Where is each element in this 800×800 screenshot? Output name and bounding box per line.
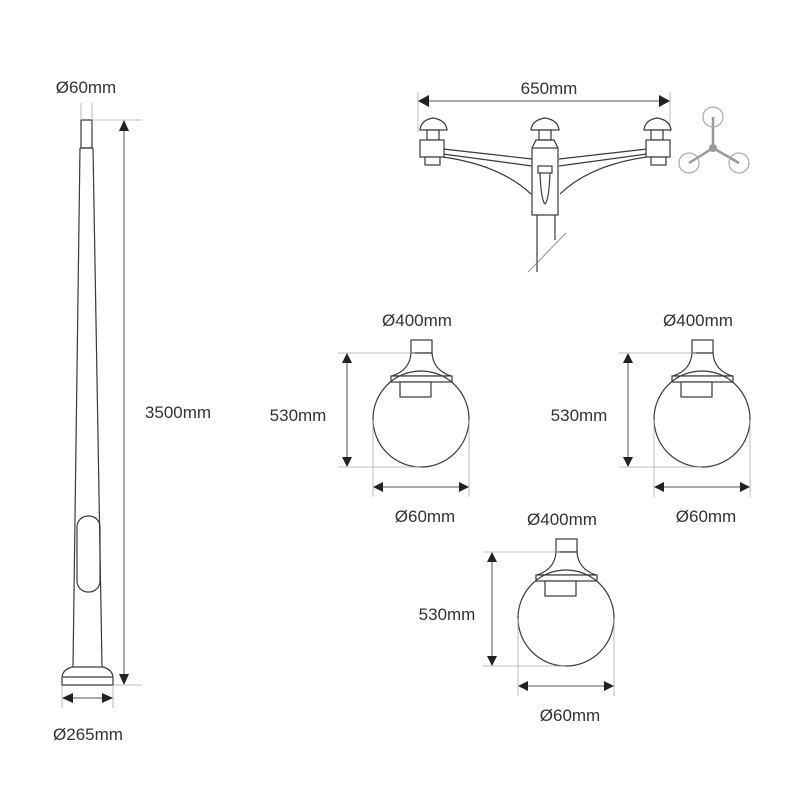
globe-1-height-label: 530mm <box>270 406 327 425</box>
three-arm-layout-icon <box>678 106 750 174</box>
globe-lamp-2: Ø400mm 530mm Ø60mm <box>551 311 751 526</box>
globe-3-fitting-label: Ø60mm <box>540 706 600 725</box>
globe-3-height-label: 530mm <box>419 605 476 624</box>
globe-lamp-1: Ø400mm 530mm Ø60mm <box>270 311 470 526</box>
pole-base-diameter-label: Ø265mm <box>53 725 123 744</box>
bracket-width-label: 650mm <box>521 79 578 98</box>
bracket-drawing: 650mm <box>417 79 672 273</box>
globe-2-diameter-label: Ø400mm <box>663 311 733 330</box>
pole-height-label: 3500mm <box>145 403 211 422</box>
globe-1-diameter-label: Ø400mm <box>382 311 452 330</box>
globe-3-diameter-label: Ø400mm <box>527 510 597 529</box>
pole-top-diameter-label: Ø60mm <box>56 78 116 97</box>
globe-lamp-3: Ø400mm 530mm Ø60mm <box>419 510 615 725</box>
globe-2-fitting-label: Ø60mm <box>676 507 736 526</box>
globe-1-fitting-label: Ø60mm <box>395 507 455 526</box>
globe-2-height-label: 530mm <box>551 406 608 425</box>
pole-drawing: Ø60mm 3500mm Ø265mm <box>53 78 211 744</box>
